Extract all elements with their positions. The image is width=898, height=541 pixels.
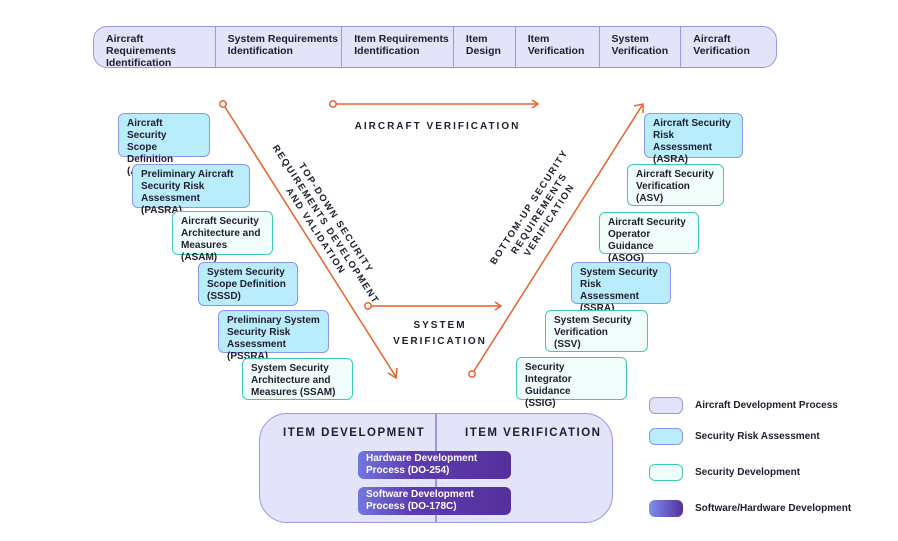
legend-item-swhw: Software/Hardware Development [649,499,851,517]
pssra-box: Preliminary System Security Risk Assessm… [218,310,329,362]
assd-box: Aircraft Security Scope Definition (ASSD… [118,113,210,177]
asam-box: Aircraft Security Architecture and Measu… [172,211,273,263]
sssd-box: System Security Scope Definition (SSSD) [198,262,298,306]
top-down-start-node [219,100,227,108]
phase-item-design: Item Design [454,27,516,67]
bottom-up-arrowhead [633,103,644,113]
aircraft-verification-arrowhead [531,99,540,109]
legend-label: Software/Hardware Development [695,502,852,514]
phase-system-requirements: System Requirements Identification [216,27,343,67]
lifecycle-phase-bar: Aircraft Requirements Identification Sys… [93,26,777,68]
phase-system-verification: System Verification [600,27,682,67]
pasra-box: Preliminary Aircraft Security Risk Asses… [132,164,250,216]
aircraft-verification-label: AIRCRAFT VERIFICATION [354,121,521,132]
item-verification-heading: ITEM VERIFICATION [465,427,602,439]
phase-aircraft-verification: Aircraft Verification [693,33,750,57]
bottom-up-arrow [473,103,644,372]
system-verification-arrowhead [494,301,503,311]
phase-aircraft-requirements: Aircraft Requirements Identification [94,27,216,67]
legend-item-dev: Security Development [649,463,800,481]
system-verification-label: SYSTEM VERIFICATION [393,320,487,347]
asra-box: Aircraft Security Risk Assessment (ASRA) [644,113,743,165]
hardware-development-process: Hardware Development Process (DO-254) [358,451,511,479]
top-down-arrowhead [387,367,398,380]
item-development-heading: ITEM DEVELOPMENT [283,427,426,439]
ssra-box: System Security Risk Assessment (SSRA) [571,262,671,314]
legend-swatch-swhw [649,499,683,517]
legend-swatch-dev [649,463,683,481]
legend-item-aircraft: Aircraft Development Process [649,396,838,414]
asog-box: Aircraft Security Operator Guidance (ASO… [599,212,699,264]
ssv-box: System Security Verification (SSV) [545,310,648,352]
legend-label: Security Development [695,466,801,478]
legend-item-risk: Security Risk Assessment [649,427,820,445]
software-development-process: Software Development Process (DO-178C) [358,487,511,515]
ssig-box: Security Integrator Guidance (SSIG) [516,357,627,409]
legend-label: Security Risk Assessment [695,430,820,442]
phase-item-verification: Item Verification [516,27,600,67]
phase-item-requirements: Item Requirements Identification [342,27,454,67]
legend-swatch-aircraft [649,396,683,414]
top-down-arrow [224,106,397,378]
legend-swatch-risk [649,427,683,445]
aircraft-verification-start-node [329,100,337,108]
bottom-up-start-node [468,370,476,378]
legend-label: Aircraft Development Process [695,399,838,411]
ssam-box: System Security Architecture and Measure… [242,358,353,400]
asv-box: Aircraft Security Verification (ASV) [627,164,724,206]
